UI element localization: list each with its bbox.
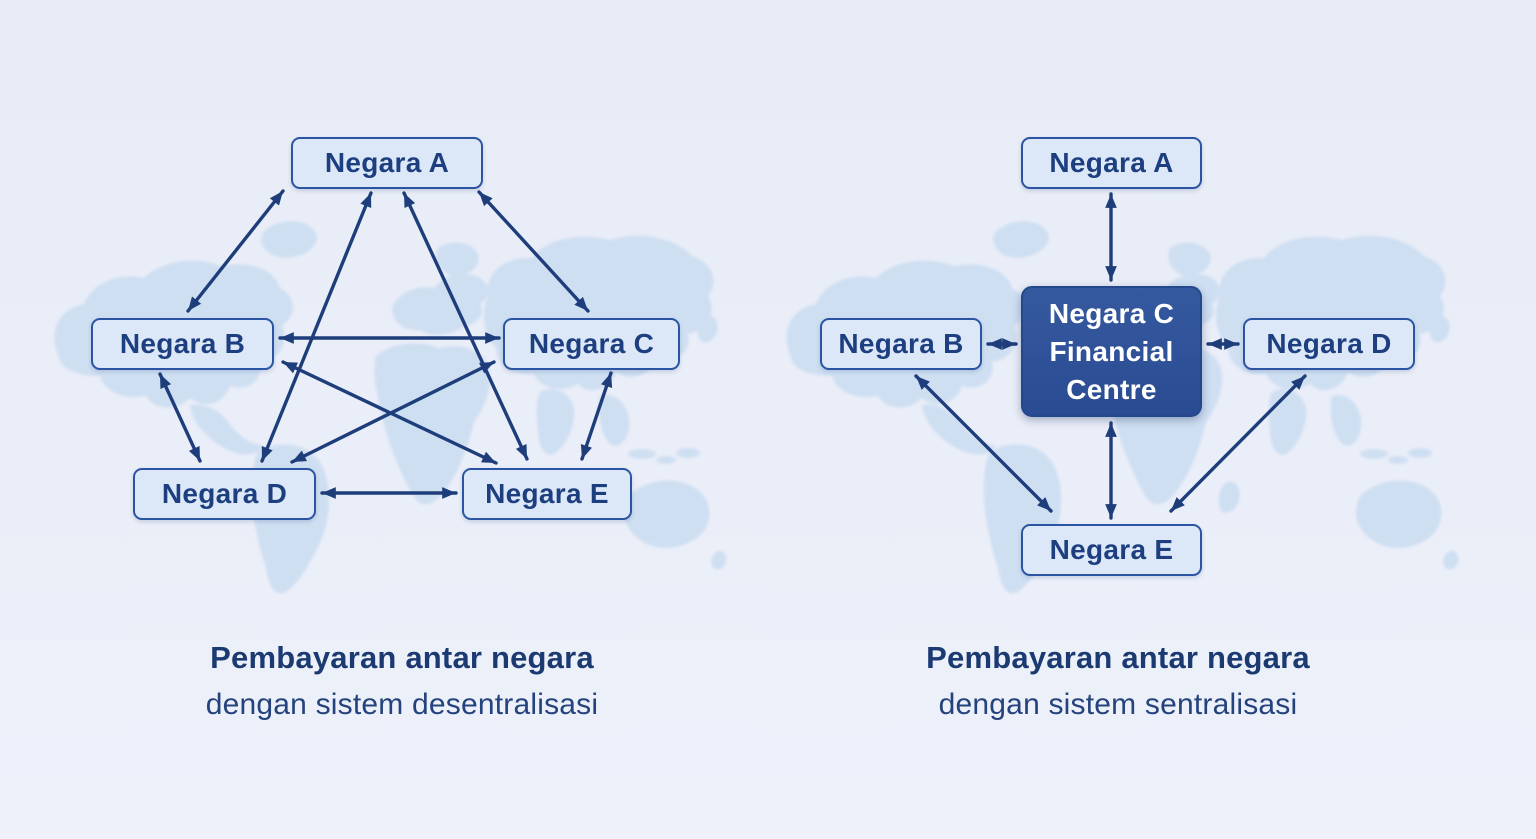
edge-a-e <box>402 191 529 461</box>
caption-decentralized: Pembayaran antar negara dengan sistem de… <box>57 640 747 722</box>
node-negara-a: Negara A <box>291 137 483 189</box>
edge-c-e <box>580 371 613 461</box>
node-negara-b: Negara B <box>91 318 274 370</box>
caption-centralized: Pembayaran antar negara dengan sistem se… <box>773 640 1463 722</box>
node-negara-d: Negara D <box>1243 318 1415 370</box>
node-negara-d: Negara D <box>133 468 316 520</box>
caption-decentralized-line2: dengan sistem desentralisasi <box>205 688 599 721</box>
edge-a-d <box>260 191 373 463</box>
node-label: Negara E <box>485 478 609 509</box>
edge-d2-e2 <box>1169 374 1307 513</box>
edge-c-d <box>290 360 496 464</box>
node-label: Negara B <box>838 328 964 359</box>
edge-b2-e2 <box>914 374 1053 513</box>
node-label: Negara B <box>119 328 246 359</box>
node-negara-e: Negara E <box>1021 524 1202 576</box>
edge-hub-d2 <box>1206 338 1240 350</box>
node-negara-c: Negara C <box>503 318 680 370</box>
edge-b-c <box>278 332 501 344</box>
node-label: Negara E <box>1049 534 1174 565</box>
node-negara-a: Negara A <box>1021 137 1202 189</box>
node-label: Negara A <box>1049 147 1174 178</box>
node-label-line: Centre <box>1066 373 1157 405</box>
edge-a-b <box>186 189 285 313</box>
edge-a2-hub <box>1105 192 1117 282</box>
caption-centralized-line2: dengan sistem sentralisasi <box>938 688 1298 721</box>
node-label: Negara A <box>324 147 450 178</box>
edge-b2-hub <box>986 338 1018 350</box>
caption-centralized-line1: Pembayaran antar negara <box>926 640 1310 675</box>
caption-decentralized-line1: Pembayaran antar negara <box>210 640 594 675</box>
node-label: Negara D <box>1266 328 1392 359</box>
node-label: Negara D <box>161 478 288 509</box>
edge-hub-e2 <box>1105 421 1117 520</box>
edge-d-e <box>320 487 458 499</box>
node-label-line: Financial <box>1049 335 1174 367</box>
node-negara-b: Negara B <box>820 318 982 370</box>
edge-b-d <box>158 372 202 463</box>
node-negara-e: Negara E <box>462 468 632 520</box>
node-label: Negara C <box>528 328 655 359</box>
edge-a-c <box>477 190 590 313</box>
node-label-line: Negara C <box>1048 297 1175 329</box>
